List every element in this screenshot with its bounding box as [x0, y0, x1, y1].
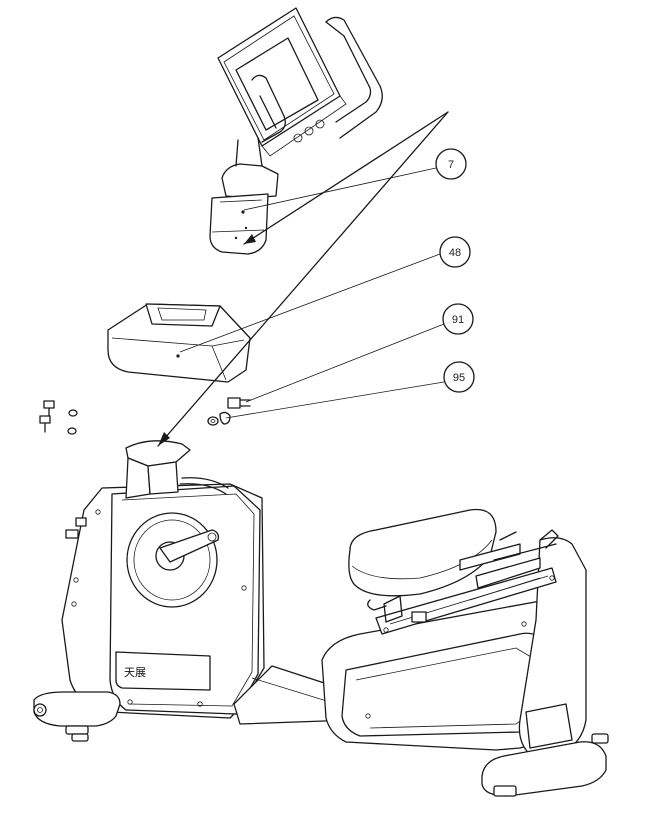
console-assembly — [209, 7, 383, 255]
callout-number: 95 — [453, 372, 465, 384]
callout-number: 48 — [449, 247, 461, 259]
base-frame — [33, 537, 609, 797]
callout-91: 91 — [442, 303, 474, 335]
callout-95: 95 — [443, 361, 475, 393]
brand-badge — [115, 651, 211, 691]
callout-7: 7 — [435, 148, 467, 180]
top-shroud — [107, 303, 251, 383]
front-housing: 天展 — [61, 440, 265, 719]
seat-assembly — [348, 508, 559, 635]
callout-number: 7 — [448, 159, 454, 171]
callout-number: 91 — [452, 314, 464, 326]
hardware-bolts — [39, 397, 251, 435]
callout-48: 48 — [439, 236, 471, 268]
brand-label: 天展 — [124, 666, 146, 679]
leader-lines — [157, 111, 449, 447]
